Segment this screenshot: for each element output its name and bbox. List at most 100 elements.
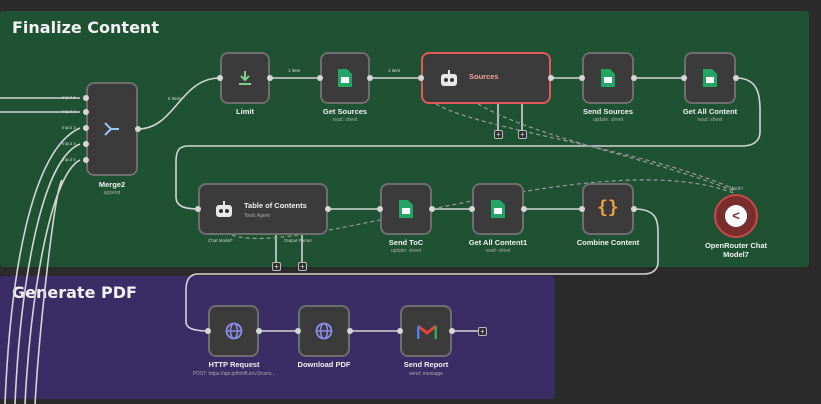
add-output-parser-button[interactable]: +	[298, 262, 307, 271]
get-sources-node[interactable]	[320, 52, 370, 104]
combine-content-node[interactable]: {}	[582, 183, 634, 235]
http-request-sub: POST: https://api.pdfshift.io/v3/conv...	[192, 371, 276, 377]
output-port[interactable]	[733, 75, 739, 81]
edge-item-count: 1 item	[388, 68, 401, 73]
toc-port-label: Output Parser	[284, 238, 313, 243]
output-port[interactable]	[631, 206, 637, 212]
add-chat-model-button[interactable]: +	[494, 130, 503, 139]
add-tool-button[interactable]: +	[518, 130, 527, 139]
combine-content-label: Combine Content	[576, 238, 640, 247]
get-sources-sub: read: sheet	[332, 117, 358, 123]
download-pdf-label: Download PDF	[297, 360, 351, 369]
merge-node-label: Merge2	[98, 180, 126, 189]
edge-item-count: 5 items	[168, 96, 183, 101]
http-request-node[interactable]	[208, 305, 259, 357]
limit-node-label: Limit	[236, 107, 254, 116]
get-all-content1-node[interactable]	[472, 183, 524, 235]
sticky-title: Finalize Content	[12, 18, 159, 37]
merge-node-sub: append	[103, 190, 121, 196]
output-port[interactable]	[367, 75, 373, 81]
google-sheets-icon	[703, 69, 717, 87]
globe-icon	[315, 322, 333, 340]
input-port[interactable]	[195, 206, 201, 212]
send-toc-label: Send ToC	[388, 238, 424, 247]
input-port[interactable]	[469, 206, 475, 212]
limit-download-icon	[239, 71, 251, 85]
output-port[interactable]	[449, 328, 455, 334]
toc-label: Table of Contents	[244, 201, 307, 210]
google-sheets-icon	[399, 200, 413, 218]
robot-icon	[441, 70, 457, 86]
output-port[interactable]	[267, 75, 273, 81]
add-node-button[interactable]: +	[478, 327, 487, 336]
curly-braces-icon: {}	[597, 197, 619, 218]
input-port[interactable]	[579, 206, 585, 212]
send-sources-sub: update: sheet	[592, 117, 624, 123]
output-port[interactable]	[521, 206, 527, 212]
http-request-label: HTTP Request	[208, 360, 260, 369]
output-port[interactable]	[429, 206, 435, 212]
send-toc-sub: update: sheet	[390, 248, 422, 254]
merge-input-label: Input 4	[62, 141, 76, 146]
send-report-node[interactable]	[400, 305, 452, 357]
input-port[interactable]	[83, 125, 89, 131]
input-port[interactable]	[295, 328, 301, 334]
sources-agent-label: Sources	[469, 72, 499, 81]
openrouter-sub: Model	[729, 186, 743, 192]
input-port[interactable]	[83, 109, 89, 115]
merge-input-label: Input 3	[62, 125, 76, 130]
get-all-content1-sub: read: sheet	[485, 248, 511, 254]
openrouter-icon: <	[725, 205, 747, 227]
output-port[interactable]	[631, 75, 637, 81]
openrouter-label: OpenRouter Chat Model7	[704, 241, 768, 259]
sources-agent-node[interactable]: Sources	[421, 52, 551, 104]
output-port[interactable]	[135, 126, 141, 132]
output-port[interactable]	[325, 206, 331, 212]
input-port[interactable]	[418, 75, 424, 81]
input-port[interactable]	[83, 141, 89, 147]
limit-node[interactable]	[220, 52, 270, 104]
input-port[interactable]	[217, 75, 223, 81]
input-port[interactable]	[83, 157, 89, 163]
output-port[interactable]	[347, 328, 353, 334]
send-toc-node[interactable]	[380, 183, 432, 235]
google-sheets-icon	[491, 200, 505, 218]
output-port[interactable]	[548, 75, 554, 81]
robot-icon	[216, 201, 232, 217]
get-sources-label: Get Sources	[322, 107, 368, 116]
input-port[interactable]	[681, 75, 687, 81]
get-all-content-node[interactable]	[684, 52, 736, 104]
get-all-content-label: Get All Content	[682, 107, 738, 116]
openrouter-chat-model-node[interactable]: <	[714, 194, 758, 238]
merge-arrows-icon	[104, 122, 119, 136]
google-sheets-icon	[601, 69, 615, 87]
merge-node[interactable]	[86, 82, 138, 176]
input-port[interactable]	[205, 328, 211, 334]
merge-input-label: Input 5	[62, 157, 76, 162]
table-of-contents-node[interactable]: Table of Contents Tools Agent	[198, 183, 328, 235]
input-port[interactable]	[83, 95, 89, 101]
toc-port-label: Chat Model*	[208, 238, 233, 243]
send-report-sub: send: message	[409, 371, 443, 377]
send-sources-node[interactable]	[582, 52, 634, 104]
sticky-generate-pdf[interactable]: Generate PDF	[0, 276, 555, 399]
input-port[interactable]	[397, 328, 403, 334]
gmail-icon	[417, 325, 437, 339]
merge-input-label: Input 2	[62, 109, 76, 114]
get-all-content-sub: read: sheet	[697, 117, 723, 123]
get-all-content1-label: Get All Content1	[468, 238, 528, 247]
merge-input-label: Input 1	[62, 95, 76, 100]
input-port[interactable]	[377, 206, 383, 212]
google-sheets-icon	[338, 69, 352, 87]
send-report-label: Send Report	[403, 360, 449, 369]
download-pdf-node[interactable]	[298, 305, 350, 357]
output-port[interactable]	[256, 328, 262, 334]
input-port[interactable]	[579, 75, 585, 81]
edge-item-count: 1 item	[288, 68, 301, 73]
globe-icon	[225, 322, 243, 340]
toc-sub: Tools Agent	[244, 213, 270, 219]
input-port[interactable]	[317, 75, 323, 81]
add-chat-model-button[interactable]: +	[272, 262, 281, 271]
